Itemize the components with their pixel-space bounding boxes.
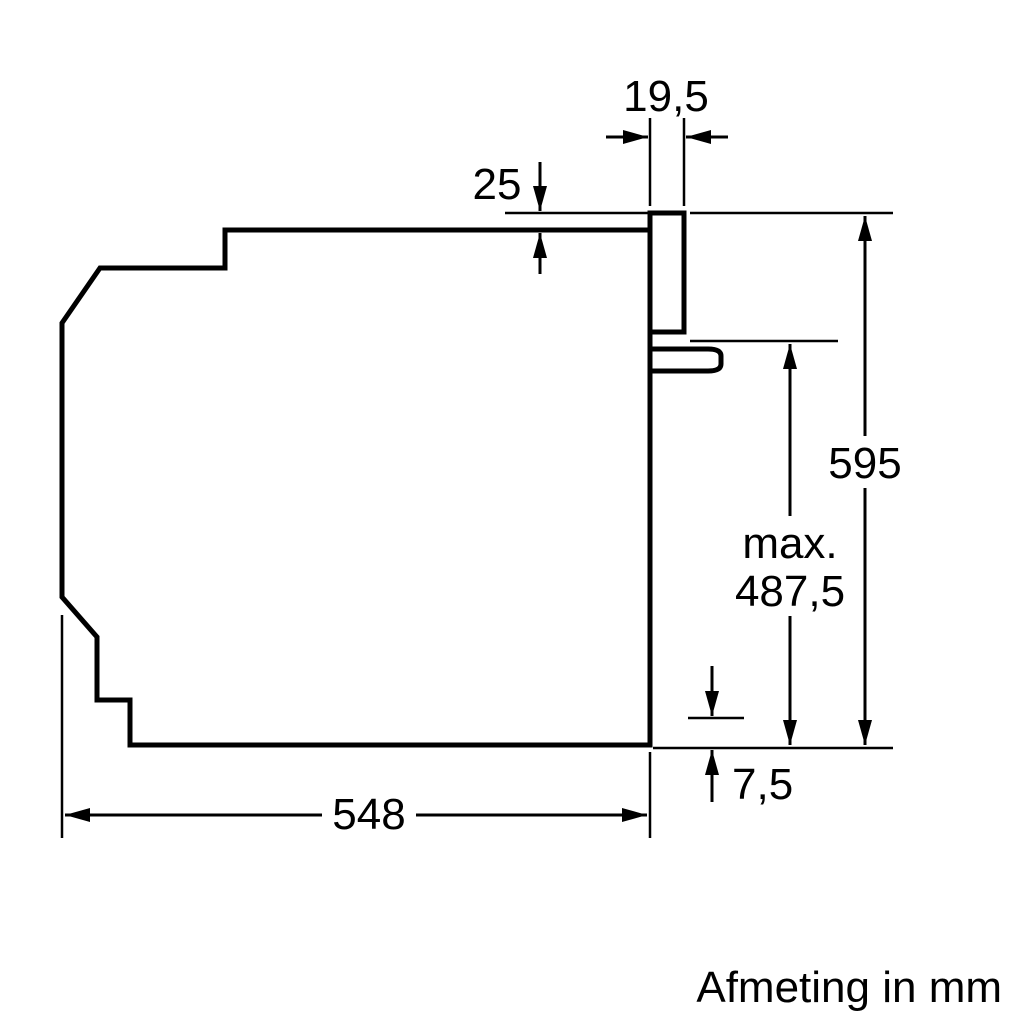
dim-19-5: 19,5 xyxy=(606,72,728,206)
dim-7-5-label: 7,5 xyxy=(732,760,793,809)
dim-595-label-mask xyxy=(820,436,910,488)
dim-25-label: 25 xyxy=(473,160,522,209)
dim-7-5: 7,5 xyxy=(688,666,793,809)
dim-548-label: 548 xyxy=(332,790,405,839)
dim-548: 548 xyxy=(60,615,652,840)
units-caption: Afmeting in mm xyxy=(696,963,1002,1012)
dim-487-5-label-max: max. xyxy=(742,519,837,568)
dim-487-5-label-value: 487,5 xyxy=(735,567,845,616)
door-handle xyxy=(647,346,724,374)
dim-595-label: 595 xyxy=(828,439,901,488)
dim-487-5-label-mask xyxy=(728,516,852,616)
oven-body-outline xyxy=(59,227,653,748)
dim-595: 595 xyxy=(653,211,910,750)
dim-487-5: max. 487,5 xyxy=(690,339,852,745)
control-panel xyxy=(647,210,687,335)
oven-body xyxy=(59,210,724,748)
dim-25: 25 xyxy=(473,160,648,274)
dim-19-5-label: 19,5 xyxy=(623,72,709,121)
dim-548-label-mask xyxy=(322,788,416,840)
